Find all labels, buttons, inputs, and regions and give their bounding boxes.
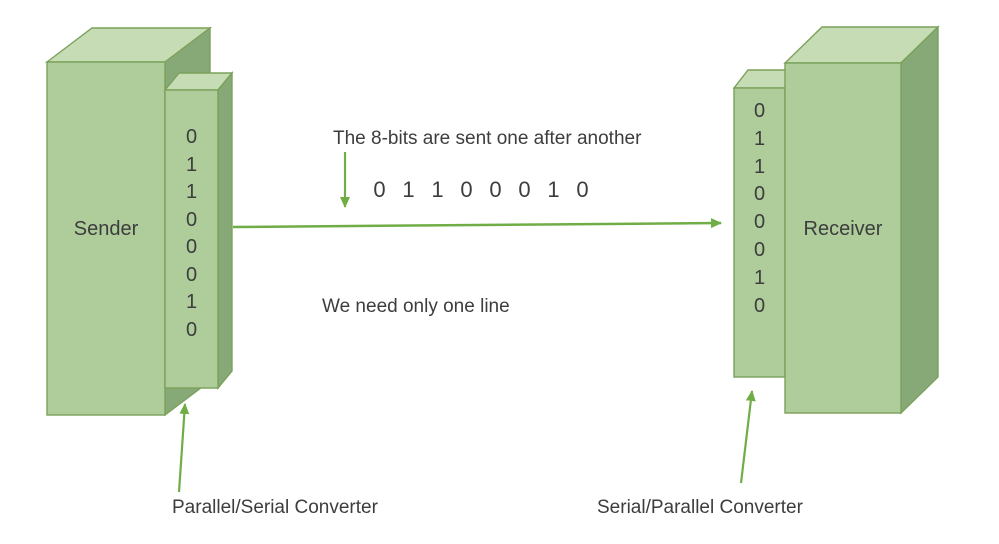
transmission-line-arrow	[232, 218, 722, 229]
receiver-label: Receiver	[803, 218, 883, 240]
bit: 0	[460, 177, 473, 202]
bit: 0	[185, 208, 198, 231]
bit: 0	[185, 263, 198, 286]
mid-caption: We need only one line	[322, 296, 510, 317]
sender-box-front-face	[46, 61, 166, 416]
bit: 0	[753, 100, 766, 122]
bit: 1	[185, 291, 198, 313]
bit: 1	[431, 177, 444, 202]
bit: 0	[753, 211, 766, 234]
bit: 0	[753, 238, 766, 261]
bit: 1	[185, 153, 198, 176]
bit: 1	[402, 177, 415, 202]
bit: 1	[753, 127, 766, 150]
bit: 1	[753, 155, 766, 178]
left-converter-arrow	[177, 403, 190, 493]
converter-left-front-face	[164, 89, 219, 389]
receiver-box	[783, 25, 940, 415]
bit: 0	[753, 294, 766, 317]
serial-parallel-converter-box	[732, 69, 801, 378]
right-converter-arrow	[739, 390, 756, 484]
parallel-serial-converter-box	[163, 71, 234, 390]
converter-right-front-face	[733, 87, 786, 378]
receiver-parallel-bits: 0 1 1 0 0 0 1 0	[734, 98, 785, 320]
bit: 1	[753, 266, 766, 289]
receiver-box-side-face	[900, 25, 939, 415]
serial-bits-row: 0 1 1 0 0 0 1 0	[365, 177, 597, 203]
parallel-serial-converter-label: Parallel/Serial Converter	[172, 497, 378, 518]
bit: 0	[373, 177, 386, 202]
top-caption: The 8-bits are sent one after another	[333, 128, 642, 149]
bit: 0	[489, 177, 502, 202]
bit: 1	[185, 181, 198, 203]
sender-parallel-bits: 0 1 1 0 0 0 1 0	[165, 124, 218, 344]
bit: 0	[518, 177, 531, 202]
bit: 0	[185, 318, 198, 341]
serial-parallel-converter-label: Serial/Parallel Converter	[597, 497, 803, 518]
bit: 0	[185, 126, 198, 148]
bit: 0	[753, 183, 766, 206]
sender-label: Sender	[73, 218, 139, 240]
bit: 0	[185, 236, 198, 258]
receiver-box-front-face	[784, 62, 902, 414]
bit: 0	[576, 177, 589, 202]
bit: 1	[547, 177, 560, 202]
converter-left-side-face	[217, 71, 233, 390]
